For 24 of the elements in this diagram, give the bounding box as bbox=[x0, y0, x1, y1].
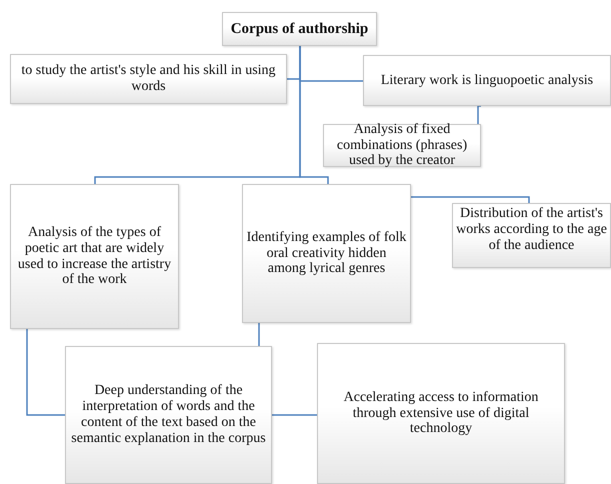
text-box bbox=[363, 55, 611, 106]
connector-line bbox=[299, 46, 329, 184]
connector-line bbox=[411, 196, 530, 203]
connector-line bbox=[272, 414, 317, 416]
box-text: Identifying examples of folk oral creativity hidden among lyrical genres bbox=[246, 230, 407, 278]
text-box bbox=[242, 184, 411, 323]
text-box bbox=[452, 203, 611, 268]
box-text: Accelerating access to information through extensive use of digital technology bbox=[342, 390, 540, 438]
connector-line bbox=[477, 105, 481, 124]
box-text: Analysis of fixed combinations (phrases) used by the creator bbox=[336, 122, 468, 170]
box-text: Literary work is linguopoetic analysis bbox=[380, 72, 594, 88]
text-box bbox=[10, 184, 179, 329]
box-text: Analysis of the types of poetic art that are widely used to increase the artistry of the work bbox=[16, 224, 172, 288]
connector-line bbox=[26, 329, 65, 416]
text-box bbox=[65, 346, 272, 484]
box-text: Distribution of the artist's works according to the age of the audience bbox=[456, 206, 607, 254]
box-text: to study the artist's style and his skill in using words bbox=[20, 63, 277, 95]
text-box bbox=[323, 124, 481, 167]
box-text: Corpus of authorship bbox=[230, 20, 368, 38]
text-box bbox=[222, 12, 377, 46]
text-box bbox=[317, 343, 565, 484]
box-text: Deep understanding of the interpretation of words and the content of the text based on the semantic explanation in the corpus bbox=[70, 383, 267, 447]
text-box bbox=[10, 54, 287, 104]
connector-line bbox=[258, 323, 260, 346]
